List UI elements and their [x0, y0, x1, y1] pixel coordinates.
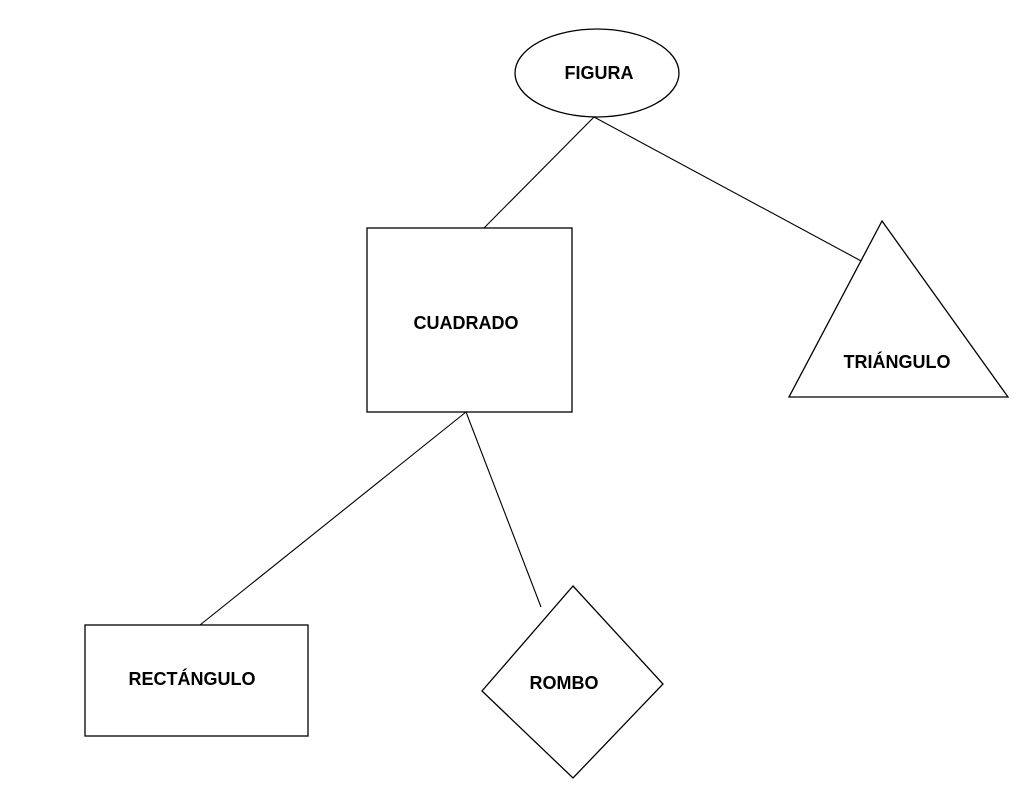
node-cuadrado: CUADRADO: [366, 227, 573, 413]
node-figura-label: FIGURA: [565, 63, 634, 83]
node-rombo: ROMBO: [481, 585, 664, 779]
node-triangulo: TRIÁNGULO: [787, 219, 1010, 398]
square-shape: [366, 227, 573, 413]
diamond-shape: [481, 585, 664, 779]
node-cuadrado-label: CUADRADO: [414, 313, 519, 333]
edge-figura-cuadrado: [483, 116, 595, 229]
edge-cuadrado-rectangulo: [199, 411, 467, 626]
rectangle-shape: [84, 624, 309, 737]
ellipse-shape: [514, 28, 680, 118]
node-rombo-label: ROMBO: [530, 673, 599, 693]
node-triangulo-label: TRIÁNGULO: [844, 351, 951, 372]
edge-figura-triangulo: [593, 116, 864, 263]
node-rectangulo: RECTÁNGULO: [84, 624, 309, 737]
node-rectangulo-label: RECTÁNGULO: [129, 668, 256, 689]
triangle-shape: [787, 219, 1010, 398]
edge-cuadrado-rombo: [465, 411, 542, 608]
node-figura: FIGURA: [514, 28, 680, 118]
